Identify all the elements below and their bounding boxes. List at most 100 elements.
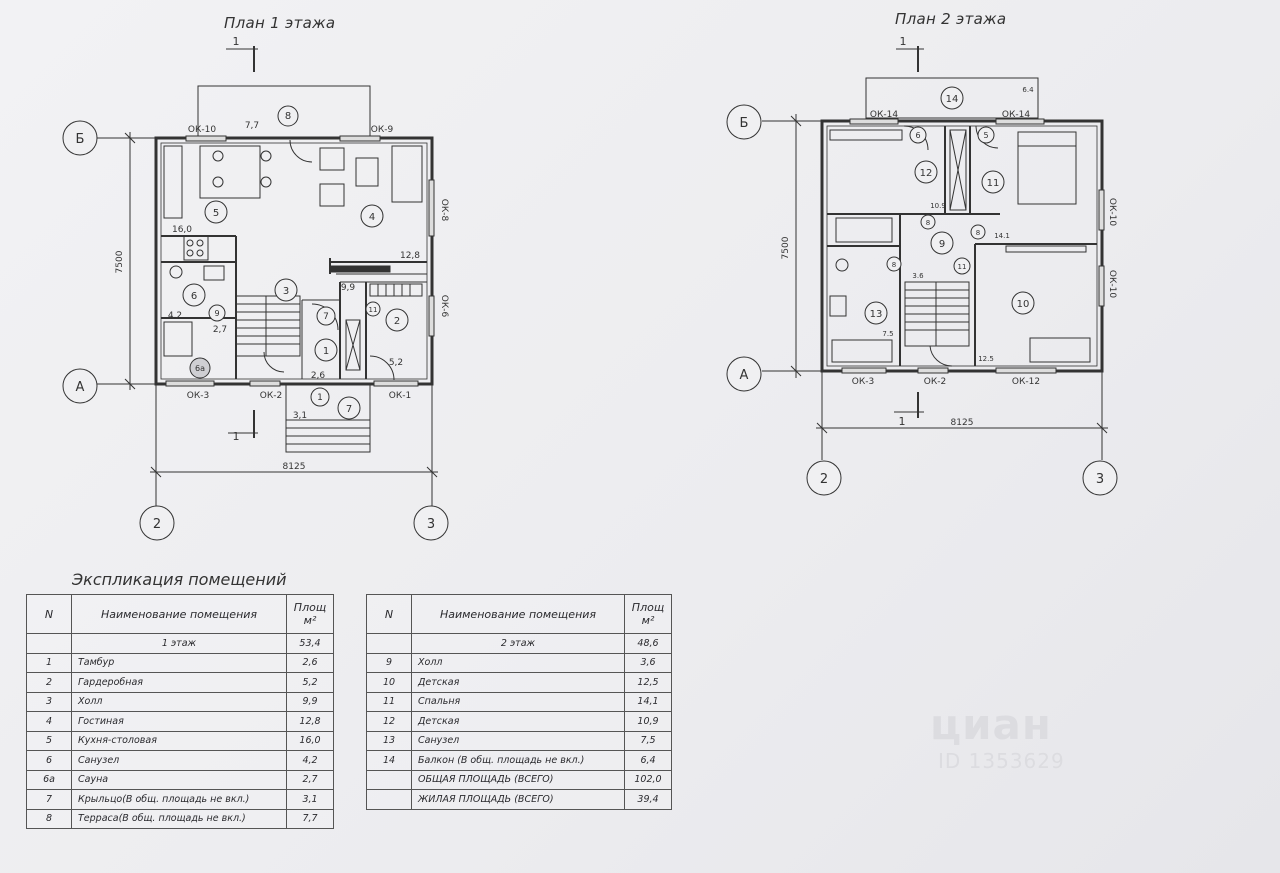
plan1-window-ok2: ОК-2 [260, 391, 282, 401]
header-area: Площ м² [286, 594, 334, 634]
plan1-area-terrace: 7,7 [245, 121, 259, 131]
table-header-row: N Наименование помещения Площ м² [26, 594, 334, 634]
watermark: циан ID 1353629 [930, 700, 1065, 773]
plan1-area-porch: 3,1 [293, 411, 307, 421]
plan2-room-5: 5 [983, 131, 988, 140]
plan2-axis-a: А [740, 368, 749, 383]
plan1-axis-3: 3 [427, 517, 435, 532]
plan2-axis-b: Б [740, 116, 749, 131]
plan1-room-3: 3 [283, 286, 289, 297]
plan1-area-bath: 4,2 [168, 311, 182, 321]
plan2-section-bottom: 1 [899, 415, 906, 428]
plan2-area-balcony: 6.4 [1022, 86, 1034, 94]
header-area: Площ м² [624, 594, 672, 634]
plan2-axis-3: 3 [1096, 472, 1104, 487]
plan2-room-13: 13 [870, 309, 883, 320]
plan1-area-hall: 9,9 [341, 283, 356, 293]
plan1-window-ok9: ОК-9 [371, 125, 394, 135]
plan2-window-ok10b: ОК-10 [1107, 270, 1117, 298]
explication-title: Экспликация помещений [72, 570, 287, 589]
header-name: Наименование помещения [71, 594, 287, 634]
plan1-room-5: 5 [213, 208, 219, 219]
plan1-room-9: 9 [214, 309, 219, 318]
plan2-window-ok14b: ОК-14 [1002, 110, 1030, 120]
plan2-room-6: 6 [915, 131, 920, 140]
plan2-axis-2: 2 [820, 472, 828, 487]
plan2-title: План 2 этажа [895, 10, 1007, 28]
plan2-window-ok3: ОК-3 [852, 377, 874, 387]
table-row: ОБЩАЯ ПЛОЩАДЬ (ВСЕГО)102,0 [366, 769, 672, 790]
plan2-drawing: 1 1 Б А 2 3 8125 7500 ОК-14 ОК-14 ОК-10 … [726, 35, 1118, 496]
plan2-room-8c: 8 [892, 261, 896, 269]
plan1-dim-width: 8125 [283, 462, 306, 472]
plan2-room-8b: 8 [976, 229, 980, 237]
plan1-room-7a: 7 [323, 312, 329, 322]
table-group-row: 2 этаж 48,6 [366, 633, 672, 654]
watermark-brand: циан [930, 700, 1052, 749]
plan2-section-top: 1 [900, 35, 907, 48]
plan1-title: План 1 этажа [224, 14, 336, 32]
plan2-area-child1: 10.9 [930, 202, 946, 210]
watermark-id: ID 1353629 [938, 749, 1065, 773]
plan2-room-10: 10 [1017, 299, 1030, 310]
plan1-room-1: 1 [323, 346, 329, 357]
plan1-axis-b: Б [76, 132, 85, 147]
plan1-room-11: 11 [369, 306, 378, 314]
plan1-window-ok8: ОК-8 [439, 199, 449, 222]
plan2-area-bath: 7.5 [882, 330, 893, 338]
plan1-section-top: 1 [233, 35, 240, 48]
plan2-dim-height: 7500 [781, 236, 791, 259]
plan1-area-vestibule: 2,6 [311, 371, 326, 381]
group-label: 2 этаж [411, 633, 625, 654]
plan2-window-ok2: ОК-2 [924, 377, 946, 387]
table-row: ЖИЛАЯ ПЛОЩАДЬ (ВСЕГО)39,4 [366, 789, 672, 810]
plan2-window-ok14a: ОК-14 [870, 110, 898, 120]
plan1-window-ok10: ОК-10 [188, 125, 216, 135]
table-group-row: 1 этаж 53,4 [26, 633, 334, 654]
plan2-room-8a: 8 [926, 219, 930, 227]
plan1-window-ok1: ОК-1 [389, 391, 411, 401]
plan2-area-hall: 3.6 [912, 272, 924, 280]
plan2-area-bedroom: 14.1 [994, 232, 1010, 240]
plan2-room-14: 14 [946, 94, 959, 105]
plan1-area-kitchen: 16,0 [172, 225, 192, 235]
plan2-window-ok12: ОК-12 [1012, 377, 1040, 387]
group-area: 48,6 [624, 633, 672, 654]
plan1-room-4: 4 [369, 212, 375, 223]
plan2-area-child2: 12.5 [978, 355, 994, 363]
plan1-room-7: 7 [346, 404, 352, 415]
plan1-room-2: 2 [394, 316, 400, 327]
plan1-dim-height: 7500 [115, 250, 125, 273]
plan2-dim-width: 8125 [951, 418, 974, 428]
explication-table-floor2: N Наименование помещения Площ м² 2 этаж … [366, 594, 672, 810]
plan1-room-6: 6 [191, 291, 197, 302]
plan2-window-ok10a: ОК-10 [1107, 198, 1117, 226]
table-header-row: N Наименование помещения Площ м² [366, 594, 672, 634]
plan1-area-sauna: 2,7 [213, 325, 227, 335]
plan2-room-11b: 11 [958, 263, 967, 271]
header-n: N [26, 594, 72, 634]
plan2-room-11: 11 [987, 178, 1000, 189]
plan1-drawing: 1 1 Б А 2 3 8125 7500 ОК-10 ОК-9 ОК-8 ОК… [62, 35, 449, 541]
group-label: 1 этаж [71, 633, 287, 654]
plan1-axis-a: А [76, 380, 85, 395]
header-n: N [366, 594, 412, 634]
plan1-section-bottom: 1 [233, 430, 240, 443]
plan1-area-wardrobe: 5,2 [389, 358, 403, 368]
